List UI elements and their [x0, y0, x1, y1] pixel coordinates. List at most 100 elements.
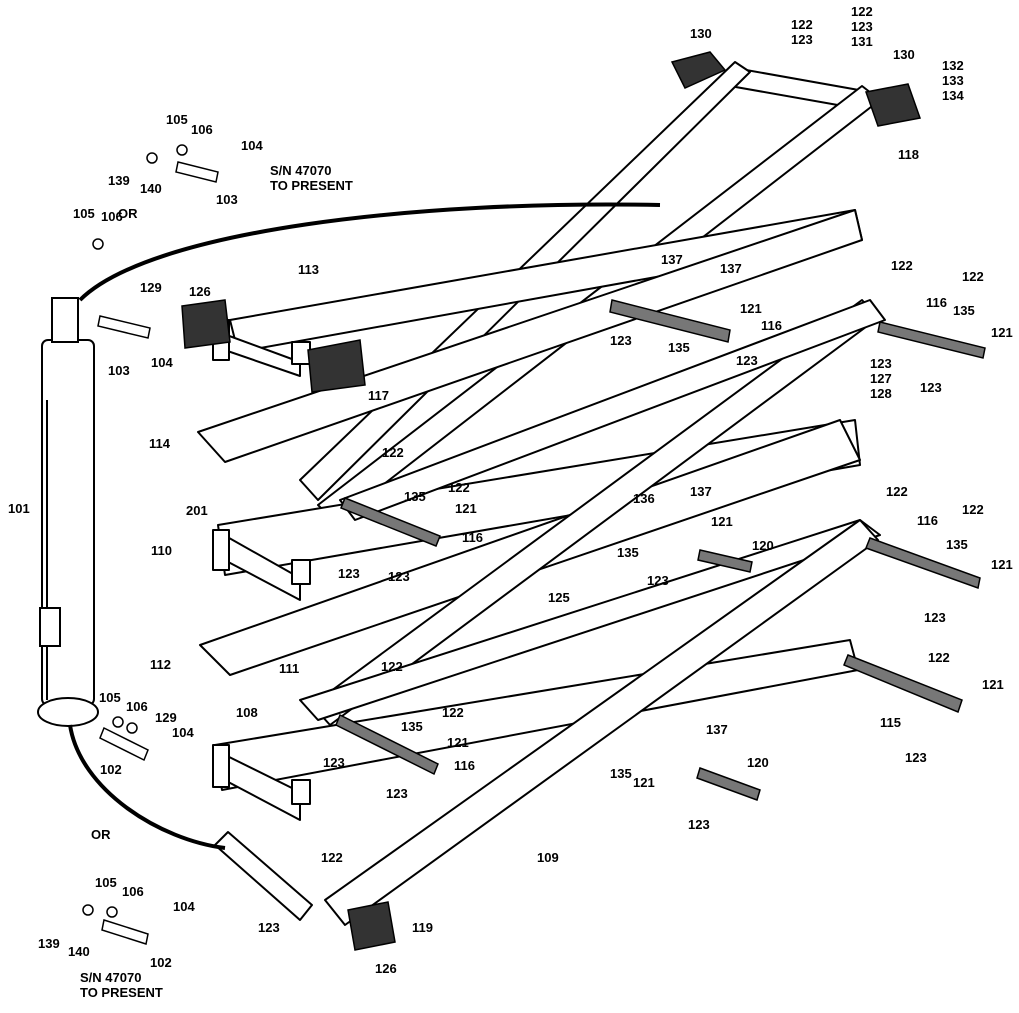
callout-121: 121: [991, 557, 1013, 572]
callout-105: 105: [166, 112, 188, 127]
callout-122: 122: [442, 705, 464, 720]
callout-121: 121: [991, 325, 1013, 340]
callout-123: 123: [323, 755, 345, 770]
arm-111: [299, 519, 881, 721]
callout-115: 115: [880, 715, 901, 730]
callout-103: 103: [216, 192, 238, 207]
arm-125b: [339, 299, 886, 521]
callout-group-top-right: 122 123 131: [851, 4, 873, 49]
callout-123: 123: [924, 610, 946, 625]
callout-102: 102: [150, 955, 172, 970]
or-note-top: OR: [118, 206, 138, 221]
callout-122: 122: [381, 659, 403, 674]
callout-106: 106: [191, 122, 213, 137]
callout-121: 121: [740, 301, 762, 316]
callout-137: 137: [690, 484, 712, 499]
callout-123: 123: [736, 353, 758, 368]
callout-123: 123: [647, 573, 669, 588]
callout-106: 106: [126, 699, 148, 714]
callout-139: 139: [108, 173, 130, 188]
callout-131: 131: [851, 34, 873, 49]
callout-130: 130: [690, 26, 712, 41]
callout-140: 140: [68, 944, 90, 959]
callout-120: 120: [752, 538, 774, 553]
callout-137: 137: [720, 261, 742, 276]
callout-108: 108: [236, 705, 258, 720]
callout-121: 121: [455, 501, 477, 516]
hydraulic-hose-lower: [68, 724, 226, 850]
rubber-pads: [181, 51, 921, 951]
callout-116: 116: [917, 513, 938, 528]
callout-135: 135: [404, 489, 426, 504]
bar-end-block-2: [291, 559, 311, 585]
callout-122: 122: [382, 445, 404, 460]
callout-123: 123: [258, 920, 280, 935]
callout-135: 135: [953, 303, 975, 318]
callout-125: 125: [548, 590, 570, 605]
callout-group-127: 123 127 128: [870, 356, 892, 401]
arm-109: [324, 519, 879, 926]
callout-116: 116: [926, 295, 947, 310]
callout-121: 121: [711, 514, 733, 529]
bar-end-block-1: [291, 341, 311, 365]
or-note-bottom: OR: [91, 827, 111, 842]
callout-129: 129: [140, 280, 162, 295]
callout-123: 123: [920, 380, 942, 395]
callout-116: 116: [761, 318, 782, 333]
serial-note-top-line1: S/N 47070: [270, 163, 332, 178]
callout-135: 135: [617, 545, 639, 560]
serial-note-bottom-line2: TO PRESENT: [80, 985, 163, 1000]
callout-122: 122: [851, 4, 873, 19]
callout-123: 123: [791, 32, 813, 47]
callout-106: 106: [122, 884, 144, 899]
callout-117: 117: [368, 388, 389, 403]
callout-123: 123: [851, 19, 873, 34]
callout-121: 121: [447, 735, 469, 750]
callout-126: 126: [189, 284, 211, 299]
callout-137: 137: [661, 252, 683, 267]
pad-130-right: [865, 83, 921, 127]
serial-note-bottom-line1: S/N 47070: [80, 970, 142, 985]
callout-106: 106: [101, 209, 123, 224]
callout-122: 122: [928, 650, 950, 665]
callout-123: 123: [688, 817, 710, 832]
callout-105: 105: [99, 690, 121, 705]
callout-133: 133: [942, 73, 964, 88]
callout-127: 127: [870, 371, 892, 386]
callout-114: 114: [149, 436, 170, 451]
bar-end-block-5: [212, 529, 230, 571]
callout-135: 135: [610, 766, 632, 781]
callout-116: 116: [454, 758, 475, 773]
callout-122: 122: [448, 480, 470, 495]
callout-135: 135: [946, 537, 968, 552]
callout-137: 137: [706, 722, 728, 737]
callout-122: 122: [321, 850, 343, 865]
callout-121: 121: [633, 775, 655, 790]
callout-132: 132: [942, 58, 964, 73]
callout-123: 123: [905, 750, 927, 765]
callout-105: 105: [73, 206, 95, 221]
arm-114: [197, 209, 863, 463]
callout-136: 136: [633, 491, 655, 506]
callout-122: 122: [962, 269, 984, 284]
callout-101: 101: [8, 501, 30, 516]
pad-130-left: [670, 51, 727, 89]
callout-103: 103: [108, 363, 130, 378]
callout-134: 134: [942, 88, 964, 103]
hydraulic-cylinder: [37, 297, 99, 727]
serial-note-top: S/N 47070 TO PRESENT: [270, 163, 353, 193]
callout-122: 122: [886, 484, 908, 499]
serial-note-top-line2: TO PRESENT: [270, 178, 353, 193]
callout-140: 140: [140, 181, 162, 196]
callout-139: 139: [38, 936, 60, 951]
callout-123: 123: [388, 569, 410, 584]
callout-135: 135: [401, 719, 423, 734]
callout-110: 110: [151, 543, 172, 558]
callout-120: 120: [747, 755, 769, 770]
bar-end-block-6: [212, 744, 230, 788]
callout-123: 123: [870, 356, 892, 371]
callout-122: 122: [891, 258, 913, 273]
axle-pins: [335, 299, 986, 801]
